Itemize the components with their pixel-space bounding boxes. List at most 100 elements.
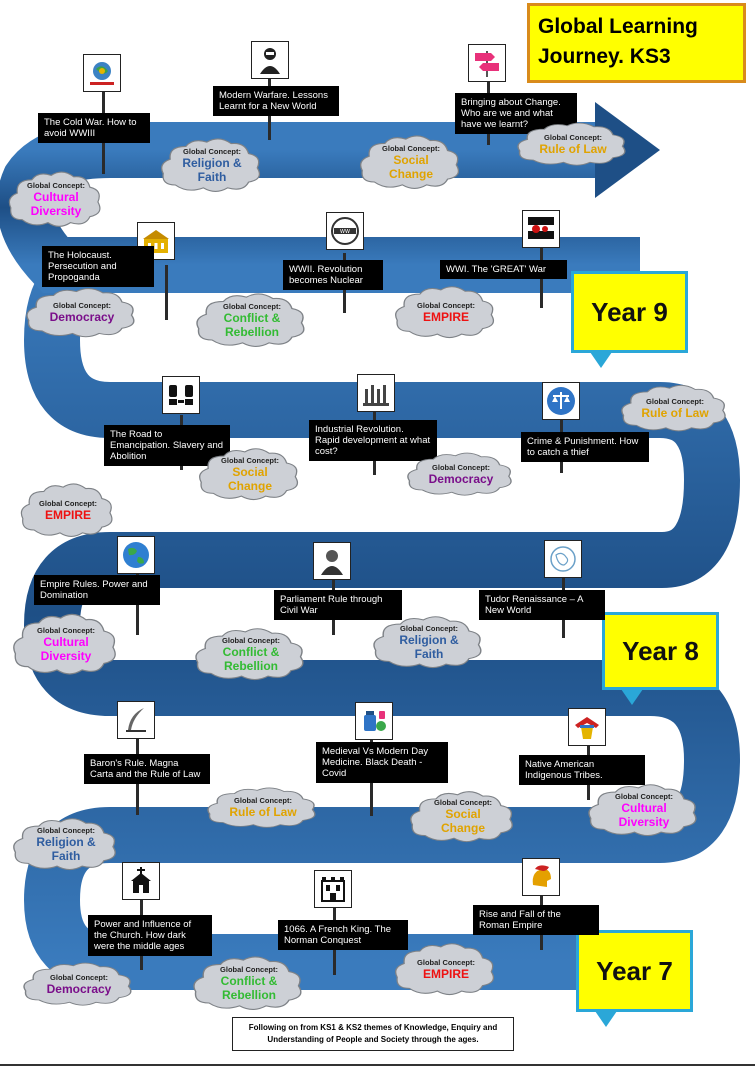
roman-helmet-icon	[522, 858, 560, 896]
portrait-icon	[313, 542, 351, 580]
concept-name-line1: Rule of Law	[641, 405, 709, 420]
topic-label-emancipation: The Road to Emancipation. Slavery and Ab…	[104, 425, 230, 466]
concept-cloud: Global Concept:Rule of Law	[618, 382, 732, 434]
cloud-shape	[588, 784, 697, 837]
cloud-shape	[161, 138, 261, 192]
concept-prefix: Global Concept:	[234, 796, 292, 805]
topic-label-native-american: Native American Indigenous Tribes.	[519, 755, 645, 785]
topic-label-industrial: Industrial Revolution. Rapid development…	[309, 420, 437, 461]
concept-name-line1: Social	[445, 807, 481, 821]
concept-name-line1: Social	[393, 152, 429, 167]
concept-cloud: Global Concept:Religion &Faith	[158, 135, 266, 195]
concept-cloud: Global Concept:Democracy	[20, 960, 138, 1008]
church-icon	[122, 862, 160, 900]
concept-cloud: Global Concept:Conflict &Rebellion	[193, 290, 311, 350]
concept-name-line2: Faith	[51, 848, 81, 863]
factory-icon	[357, 374, 395, 412]
concept-name-line1: Religion &	[399, 632, 459, 647]
concept-cloud: Global Concept:Conflict &Rebellion	[192, 625, 310, 683]
concept-cloud: Global Concept:Religion &Faith	[370, 613, 488, 671]
svg-text:WW: WW	[340, 229, 350, 235]
cloud-shape	[13, 613, 116, 675]
concept-name-line1: Conflict &	[222, 644, 280, 659]
concept-name-line2: Diversity	[40, 648, 92, 663]
concept-cloud: Global Concept:EMPIRE	[392, 940, 500, 998]
cloud-shape	[395, 943, 495, 996]
topic-label-medicine: Medieval Vs Modern Day Medicine. Black D…	[316, 742, 448, 783]
headdress-icon	[568, 708, 606, 746]
concept-name-line1: Social	[232, 464, 268, 479]
concept-prefix: Global Concept:	[400, 623, 458, 633]
cloud-shape	[207, 787, 316, 828]
concept-name-line1: Cultural	[621, 800, 667, 815]
ww2-stamp-icon: WW	[326, 212, 364, 250]
concept-prefix: Global Concept:	[37, 825, 95, 835]
map-icon	[544, 540, 582, 578]
page-title: Global Learning Journey. KS3	[527, 3, 746, 83]
concept-prefix: Global Concept:	[434, 798, 492, 807]
concept-name-line1: Democracy	[46, 981, 112, 996]
concept-name-line1: Religion &	[182, 155, 242, 170]
signpost-icon	[468, 44, 506, 82]
topic-label-holocaust: The Holocaust. Persecution and Propogand…	[42, 246, 154, 287]
concept-prefix: Global Concept:	[39, 498, 97, 508]
concept-cloud: Global Concept:Democracy	[404, 450, 518, 498]
topic-label-church: Power and Influence of the Church. How d…	[88, 915, 212, 956]
concept-prefix: Global Concept:	[220, 964, 278, 974]
concept-name-line2: Diversity	[30, 203, 82, 218]
title-line-1: Global Learning	[538, 15, 698, 38]
concept-prefix: Global Concept:	[417, 300, 475, 310]
concept-cloud: Global Concept:Religion &Faith	[10, 815, 122, 873]
concept-prefix: Global Concept:	[432, 462, 490, 472]
concept-prefix: Global Concept:	[222, 635, 280, 645]
topic-label-barons: Baron's Rule. Magna Carta and the Rule o…	[84, 754, 210, 784]
concept-prefix: Global Concept:	[221, 455, 279, 465]
concept-name-line1: EMPIRE	[44, 507, 91, 522]
concept-name-line2: Faith	[414, 646, 444, 661]
scales-icon	[542, 382, 580, 420]
concept-name-line2: Rebellion	[221, 987, 276, 1002]
topic-label-1066: 1066. A French King. The Norman Conquest	[278, 920, 408, 950]
cloud-shape	[193, 956, 302, 1010]
topic-label-roman: Rise and Fall of the Roman Empire	[473, 905, 599, 935]
soldier-icon	[251, 41, 289, 79]
concept-name-line1: Religion &	[36, 834, 96, 849]
concept-name-line1: Conflict &	[220, 973, 278, 988]
concept-name-line1: EMPIRE	[422, 966, 469, 981]
concept-cloud: Global Concept:Democracy	[23, 285, 141, 340]
concept-prefix: Global Concept:	[53, 301, 111, 310]
topic-label-wwii: WWII. Revolution becomes Nuclear	[283, 260, 383, 290]
cloud-shape	[373, 616, 482, 669]
topic-label-parliament: Parliament Rule through Civil War	[274, 590, 402, 620]
topic-label-cold-war: The Cold War. How to avoid WWIII	[38, 113, 150, 143]
year-9-badge: Year 9	[571, 271, 688, 368]
concept-name-line2: Rebellion	[223, 658, 278, 673]
cloud-shape	[8, 171, 101, 227]
castle-icon	[314, 870, 352, 908]
concept-name-line1: Rule of Law	[229, 805, 297, 819]
topic-label-modern-warfare: Modern Warfare. Lessons Learnt for a New…	[213, 86, 339, 116]
concept-name-line1: Democracy	[49, 310, 115, 324]
signpost	[165, 265, 168, 320]
cloud-shape	[360, 135, 460, 189]
year-8-badge: Year 8	[602, 612, 719, 705]
broken-chains-icon	[162, 376, 200, 414]
concept-name-line1: Conflict &	[223, 310, 281, 325]
globe-peace-icon	[83, 54, 121, 92]
concept-name-line2: Faith	[197, 169, 227, 184]
topic-label-wwi: WWI. The 'GREAT' War	[440, 260, 567, 279]
cloud-shape	[410, 791, 513, 843]
concept-prefix: Global Concept:	[223, 301, 281, 311]
poppy-1914-icon	[522, 210, 560, 248]
concept-prefix: Global Concept:	[183, 146, 241, 156]
topic-label-crime: Crime & Punishment. How to catch a thief	[521, 432, 649, 462]
topic-label-tudor: Tudor Renaissance – A New World	[479, 590, 605, 620]
concept-prefix: Global Concept:	[646, 396, 704, 406]
concept-prefix: Global Concept:	[544, 132, 602, 142]
concept-prefix: Global Concept:	[50, 972, 108, 982]
road-arrowhead	[595, 102, 660, 198]
cloud-shape	[395, 286, 495, 339]
